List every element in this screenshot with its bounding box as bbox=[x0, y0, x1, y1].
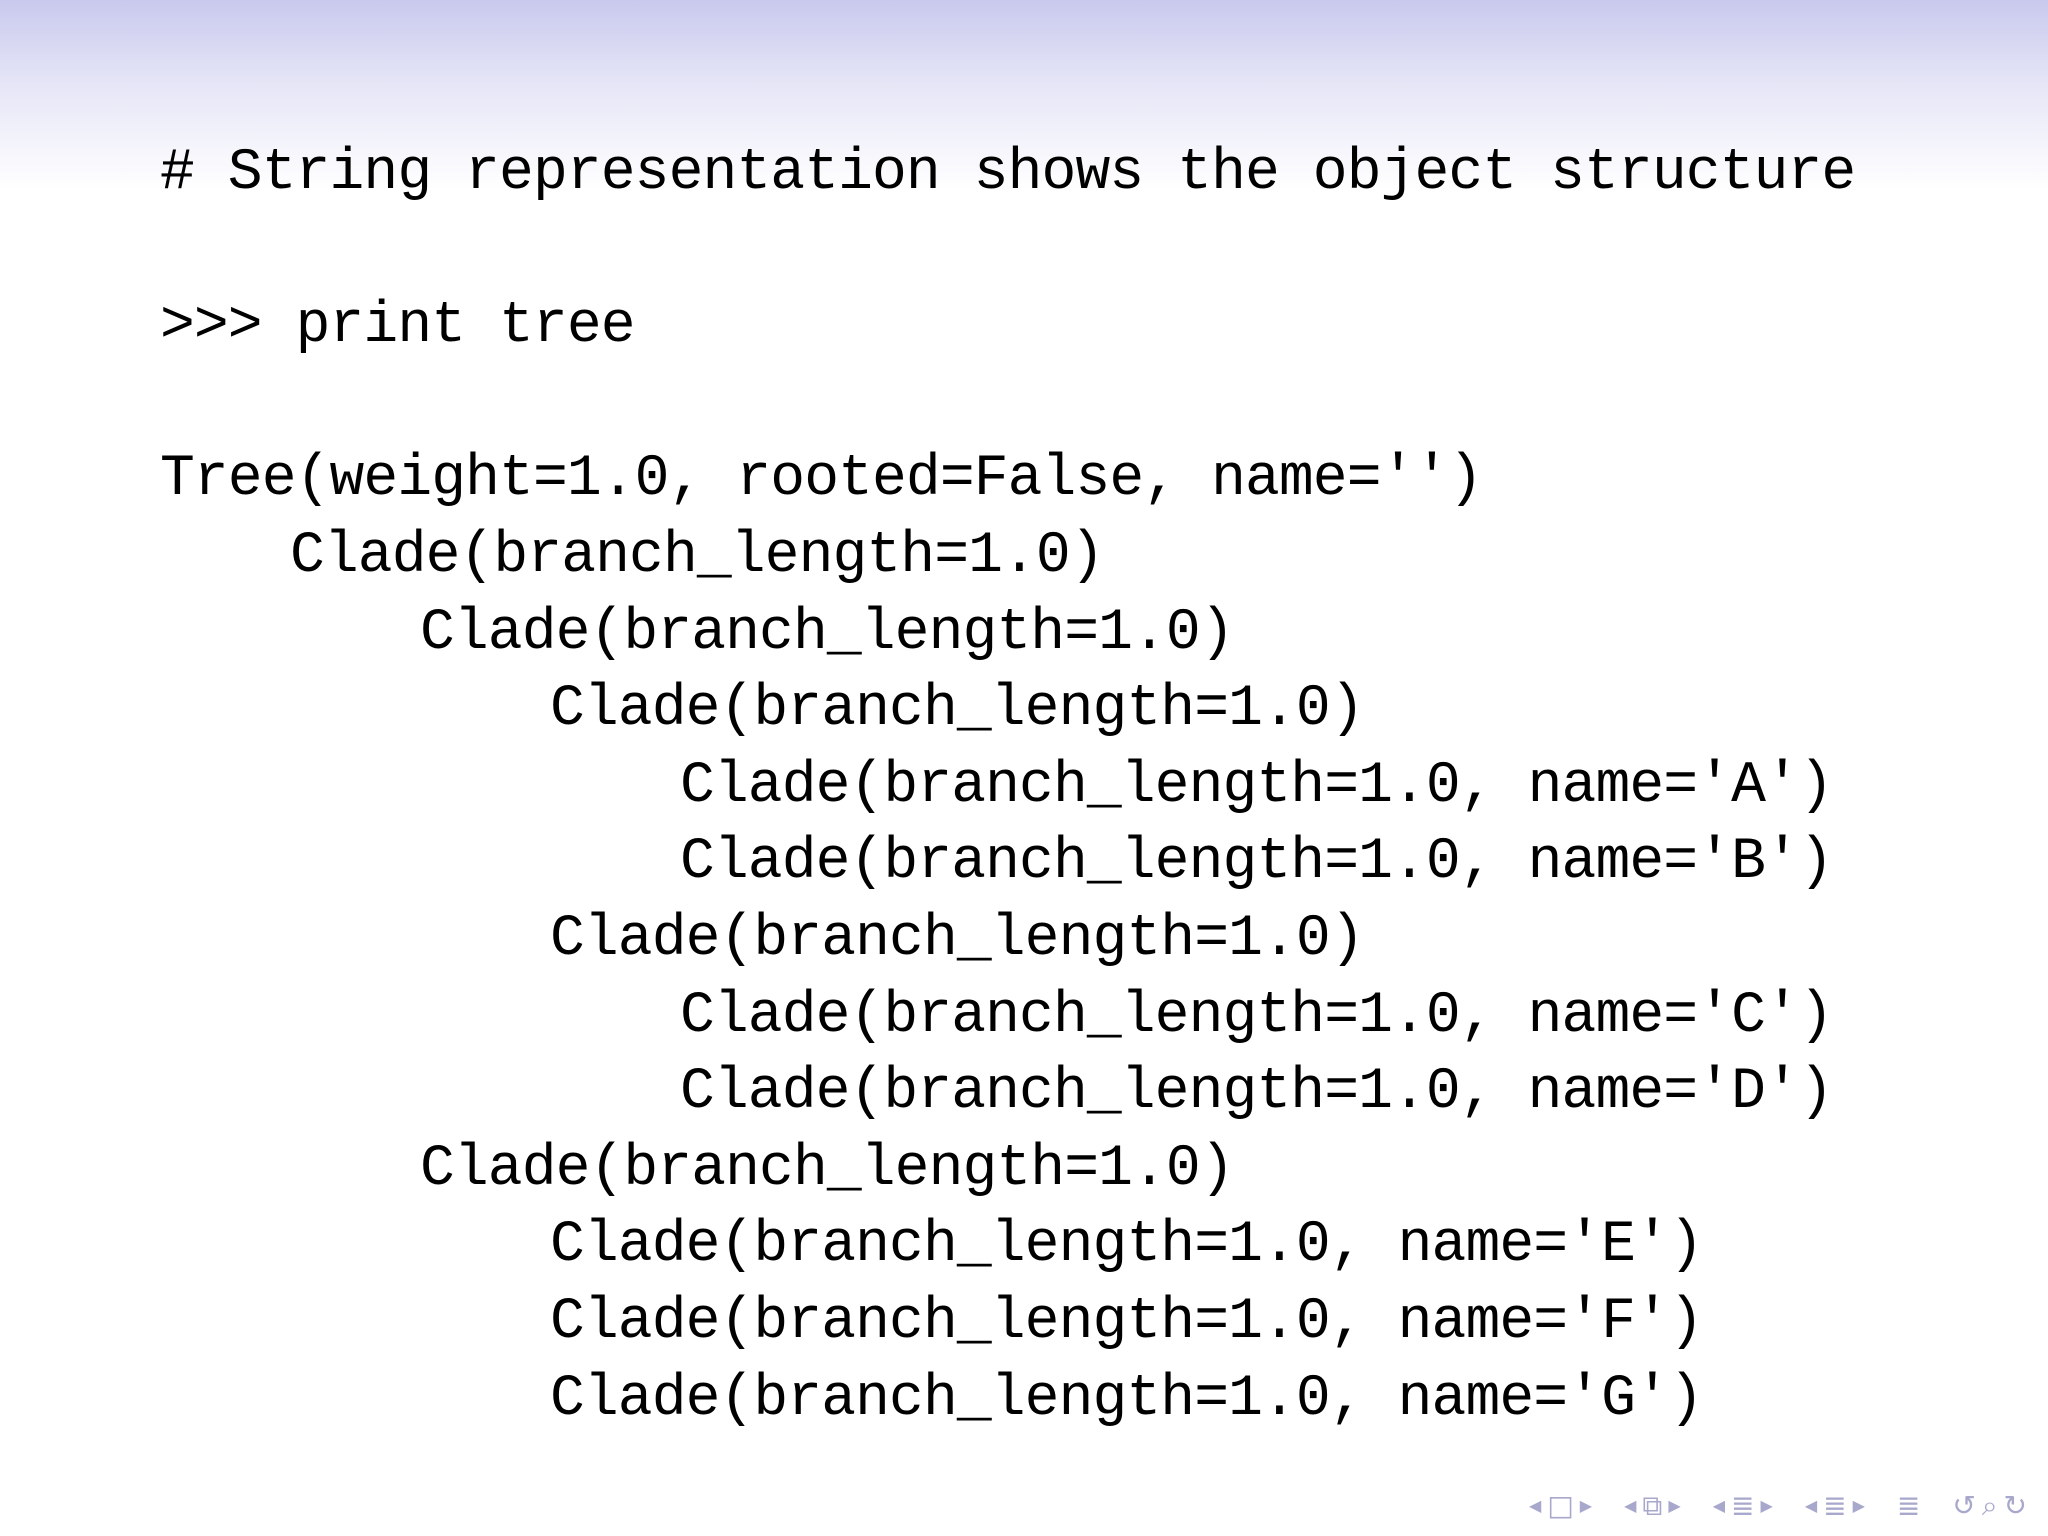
code-output-line: Clade(branch_length=1.0, name='D') bbox=[680, 1060, 1834, 1126]
prev-part-icon[interactable]: ◀ bbox=[1804, 1496, 1818, 1515]
nav-group-section: ◀ ≣ ▶ bbox=[1710, 1492, 1776, 1520]
code-output-line: Clade(branch_length=1.0, name='G') bbox=[550, 1366, 1704, 1432]
forward-icon[interactable]: ↻ bbox=[2003, 1489, 2027, 1522]
prev-subsection-icon[interactable]: ◀ bbox=[1624, 1496, 1637, 1515]
code-output-line: Clade(branch_length=1.0) bbox=[420, 1136, 1235, 1202]
section-icon[interactable]: ≣ bbox=[1731, 1489, 1755, 1522]
nav-group-subsection: ◀ ⧉ ▶ bbox=[1621, 1492, 1684, 1520]
code-output-line: Clade(branch_length=1.0, name='C') bbox=[680, 983, 1834, 1049]
search-icon[interactable]: ⌕ bbox=[1981, 1489, 1998, 1522]
frame-icon[interactable]: □ bbox=[1547, 1489, 1574, 1522]
prev-frame-icon[interactable]: ◀ bbox=[1529, 1496, 1542, 1515]
nav-group-frame: ◀ □ ▶ bbox=[1526, 1492, 1595, 1520]
nav-group-outline: ≣ bbox=[1894, 1492, 1923, 1520]
code-output-line: Clade(branch_length=1.0) bbox=[290, 523, 1105, 589]
slide-header-band bbox=[0, 0, 2048, 190]
back-icon[interactable]: ↺ bbox=[1952, 1489, 1976, 1522]
next-frame-icon[interactable]: ▶ bbox=[1579, 1496, 1593, 1515]
next-subsection-icon[interactable]: ▶ bbox=[1668, 1496, 1681, 1515]
code-comment-line: # String representation shows the object… bbox=[160, 141, 1856, 206]
code-output-line: Clade(branch_length=1.0, name='A') bbox=[680, 753, 1834, 819]
blank-line bbox=[160, 366, 1855, 443]
part-icon[interactable]: ≣ bbox=[1823, 1489, 1847, 1522]
code-output-line: Clade(branch_length=1.0) bbox=[550, 677, 1365, 743]
code-output-line: Clade(branch_length=1.0) bbox=[550, 906, 1365, 972]
code-output-line: Clade(branch_length=1.0, name='E') bbox=[550, 1213, 1704, 1279]
code-output-line: Clade(branch_length=1.0, name='B') bbox=[680, 830, 1834, 896]
next-section-icon[interactable]: ▶ bbox=[1760, 1496, 1773, 1515]
outline-icon[interactable]: ≣ bbox=[1896, 1489, 1921, 1522]
prev-section-icon[interactable]: ◀ bbox=[1712, 1496, 1726, 1515]
blank-line bbox=[160, 213, 1855, 290]
subsection-icon[interactable]: ⧉ bbox=[1642, 1489, 1663, 1522]
nav-group-part: ◀ ≣ ▶ bbox=[1802, 1492, 1868, 1520]
code-output-line: Clade(branch_length=1.0) bbox=[420, 600, 1235, 666]
code-output-line: Tree(weight=1.0, rooted=False, name='') bbox=[160, 447, 1483, 513]
code-block: # String representation shows the object… bbox=[160, 136, 1856, 1438]
code-output-line: Clade(branch_length=1.0, name='F') bbox=[550, 1289, 1704, 1355]
nav-group-search: ↺ ⌕ ↻ bbox=[1949, 1492, 2030, 1520]
next-part-icon[interactable]: ▶ bbox=[1852, 1496, 1865, 1515]
beamer-navigation-bar: ◀ □ ▶ ◀ ⧉ ▶ ◀ ≣ ▶ ◀ ≣ ▶ ≣ ↺ ⌕ ↻ bbox=[1500, 1486, 2030, 1526]
code-prompt-line: >>> print tree bbox=[160, 294, 636, 360]
